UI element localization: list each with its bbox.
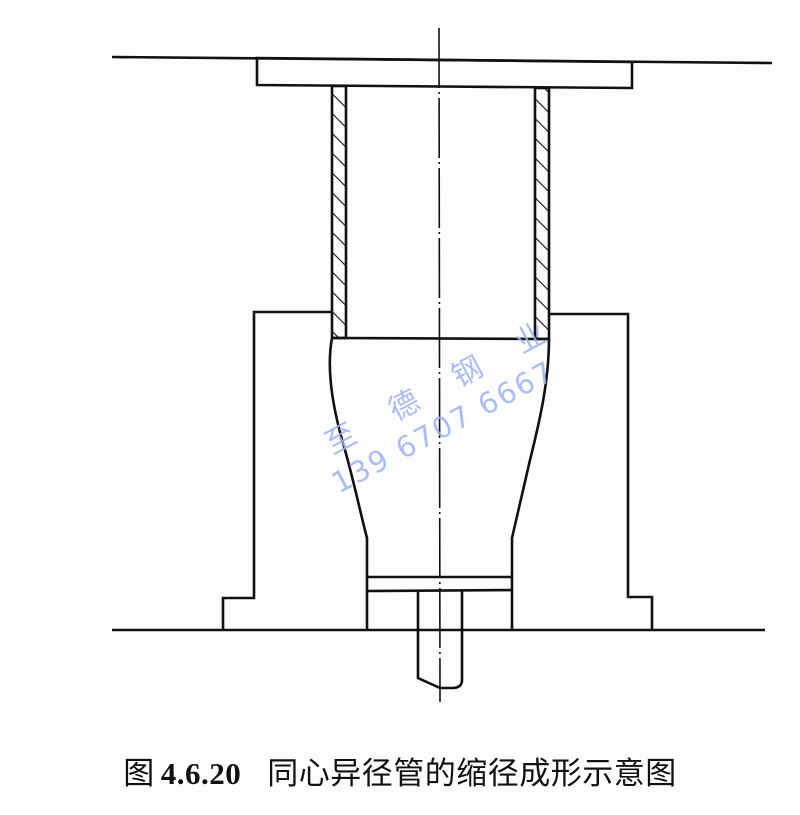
ejector-pin <box>416 591 464 690</box>
pipe-blank-wall-right <box>533 86 551 341</box>
pipe-blank-wall-left <box>330 84 348 340</box>
centerline <box>438 27 441 703</box>
cavity-top-line <box>331 336 550 341</box>
figure-title: 同心异径管的缩径成形示意图 <box>267 756 677 792</box>
figure-label: 图 <box>123 756 155 792</box>
tapered-cavity-right <box>510 338 551 630</box>
lower-die-right <box>549 312 654 630</box>
lower-die-left <box>221 310 332 630</box>
figure-number: 4.6.20 <box>160 756 242 791</box>
upper-pressure-plate <box>255 56 634 90</box>
tapered-cavity-left <box>328 337 369 630</box>
